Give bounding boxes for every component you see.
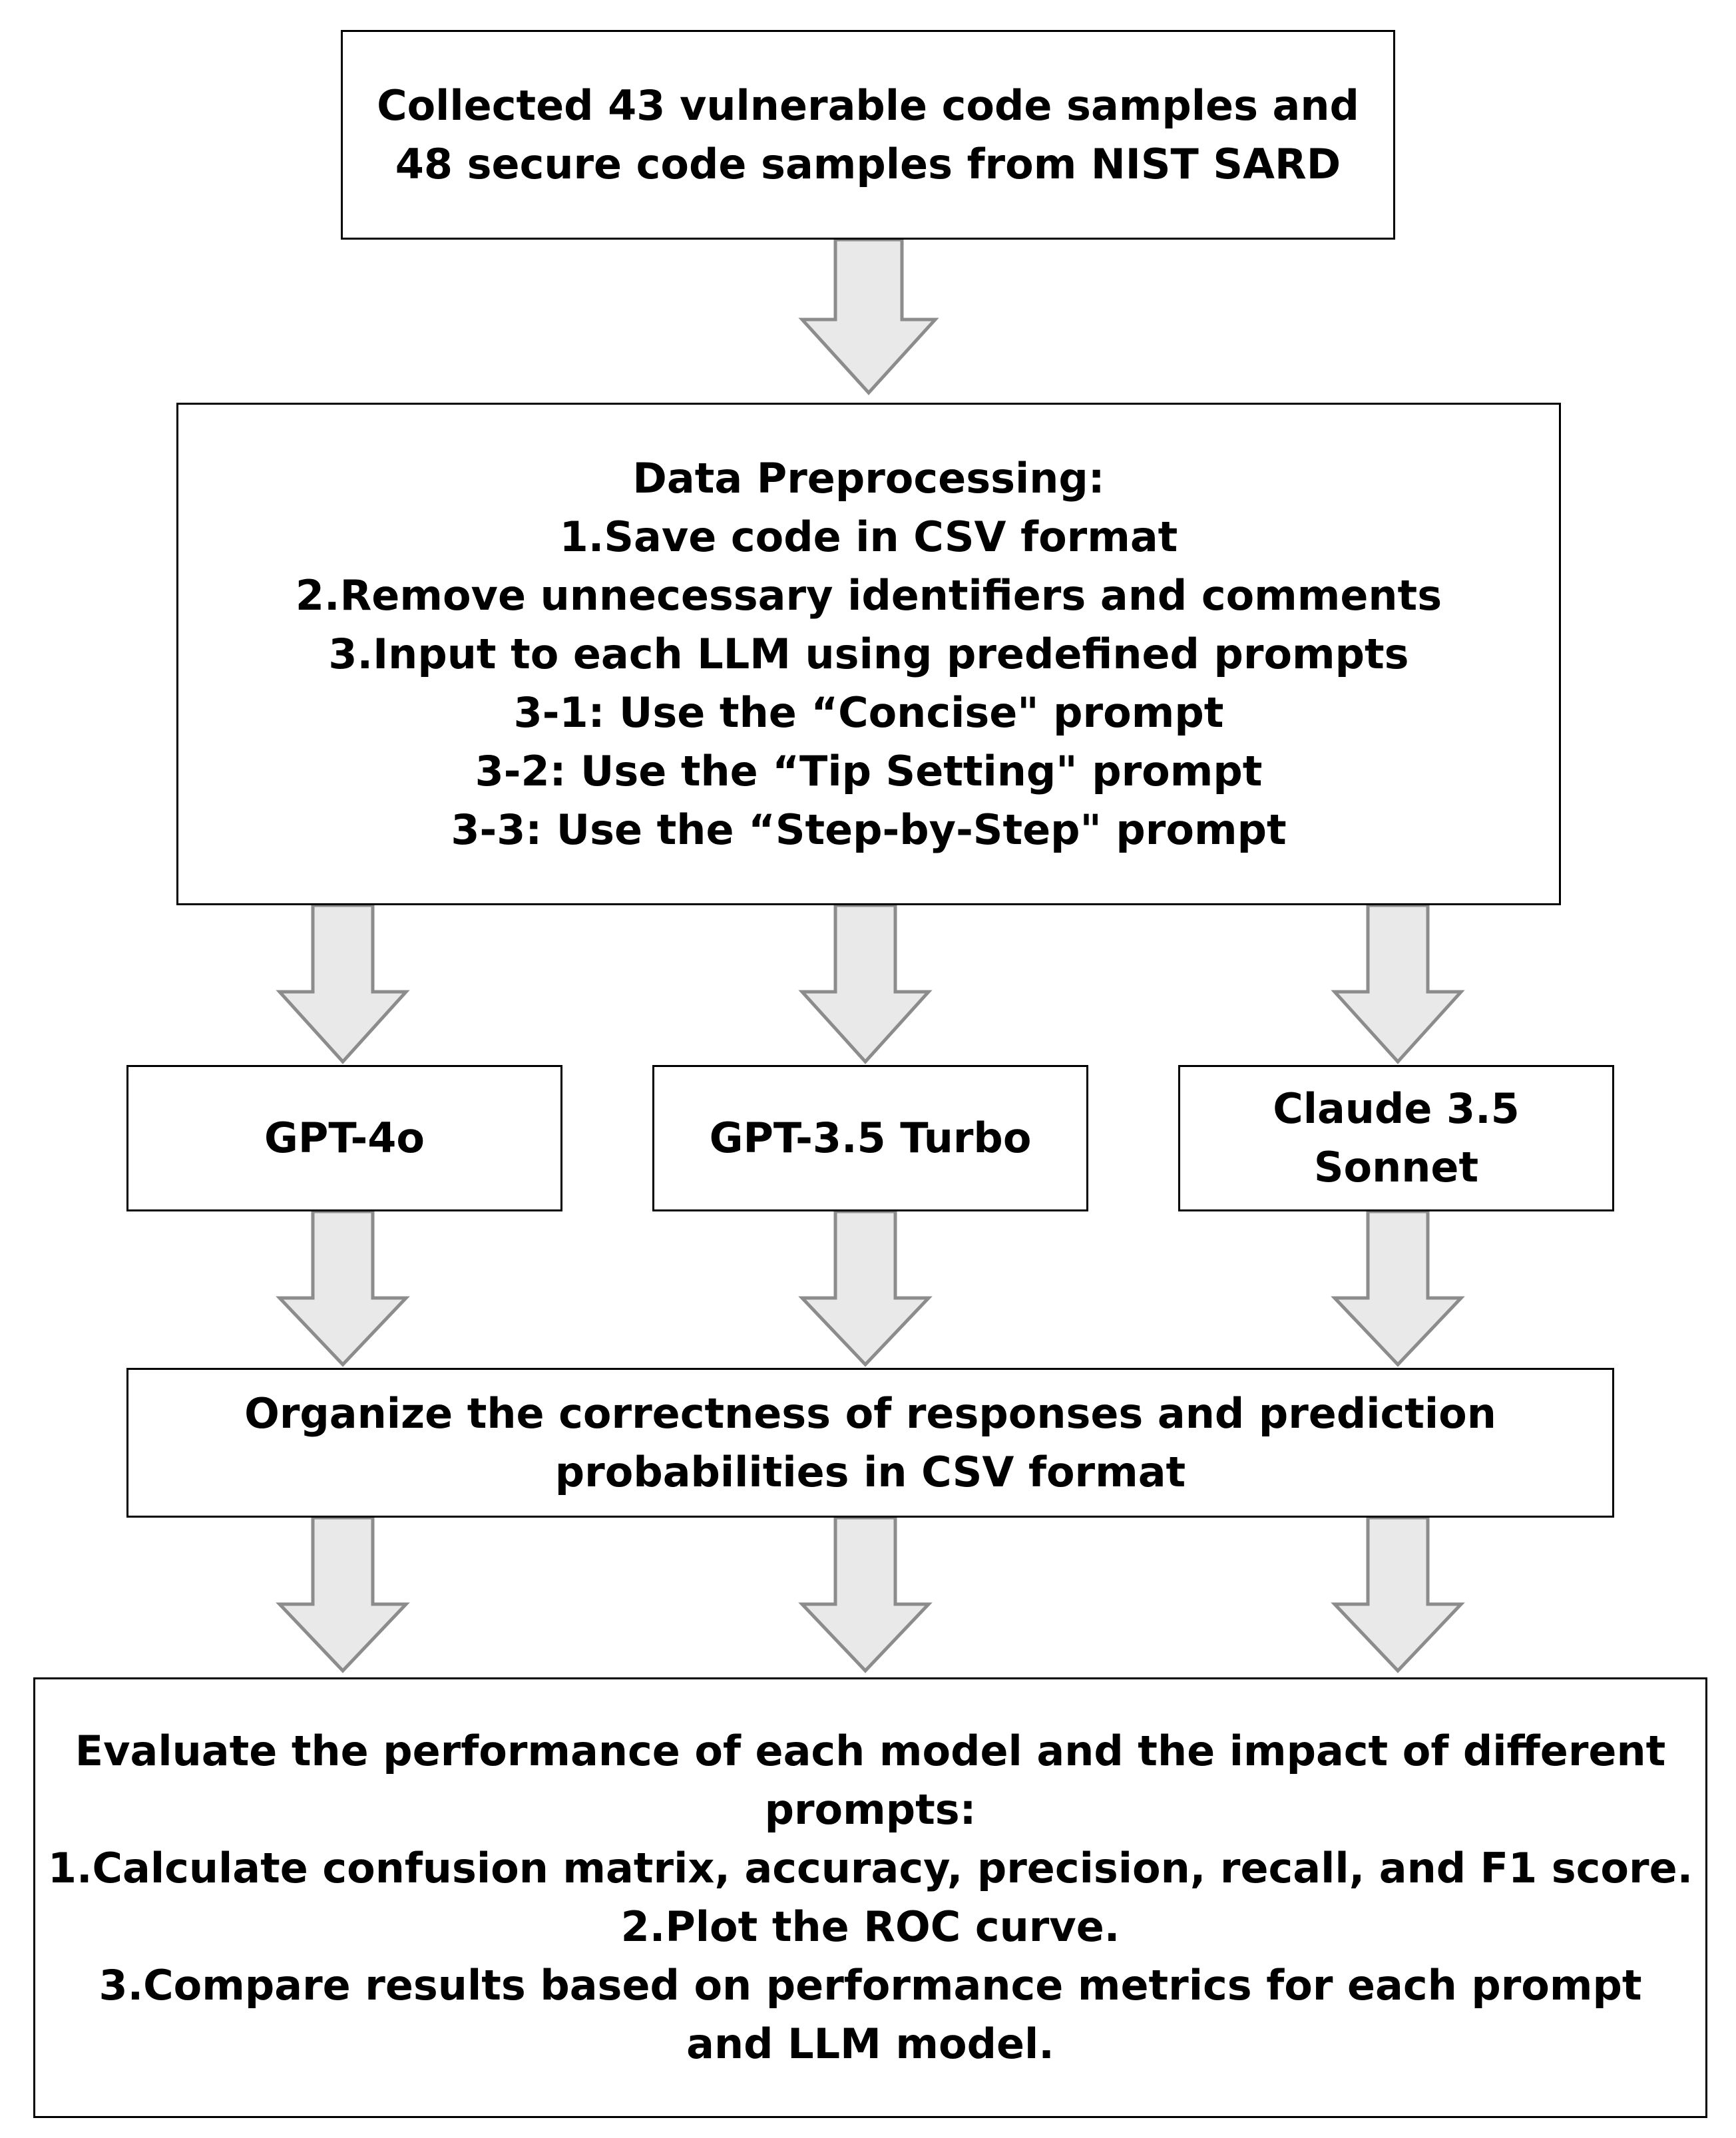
arrow-collect-to-preprocess	[798, 238, 939, 395]
preprocessing-title: Data Preprocessing:	[632, 453, 1105, 503]
evaluation-box: Evaluate the performance of each model a…	[33, 1677, 1707, 2118]
evaluation-step-1: 1.Calculate confusion matrix, accuracy, …	[47, 1844, 1693, 1892]
model-label-gpt-4o: GPT-4o	[264, 1114, 425, 1162]
data-collection-line-2: 48 secure code samples from NIST SARD	[395, 139, 1341, 188]
evaluation-title-line-2: prompts:	[764, 1785, 977, 1834]
preprocessing-step-1: 1.Save code in CSV format	[559, 512, 1178, 561]
evaluation-step-3-cont: and LLM model.	[686, 2020, 1054, 2068]
arrow-preprocess-to-gpt4o	[276, 903, 410, 1064]
organize-line-2: probabilities in CSV format	[554, 1447, 1186, 1496]
preprocessing-step-3: 3.Input to each LLM using predefined pro…	[328, 629, 1409, 678]
arrow-organize-to-evaluate-center	[798, 1516, 933, 1673]
arrow-organize-to-evaluate-left	[276, 1516, 410, 1673]
arrow-claude-to-organize	[1331, 1209, 1465, 1367]
arrow-organize-to-evaluate-right	[1331, 1516, 1465, 1673]
model-box-claude-3-5-sonnet: Claude 3.5 Sonnet	[1178, 1065, 1614, 1211]
data-preprocessing-box: Data Preprocessing: 1.Save code in CSV f…	[176, 403, 1561, 905]
model-label-gpt-3-5-turbo: GPT-3.5 Turbo	[709, 1114, 1032, 1162]
preprocessing-step-2: 2.Remove unnecessary identifiers and com…	[295, 570, 1442, 620]
data-collection-box: Collected 43 vulnerable code samples and…	[341, 30, 1395, 240]
model-label-claude-line-2: Sonnet	[1313, 1143, 1479, 1191]
data-collection-line-1: Collected 43 vulnerable code samples and	[377, 81, 1359, 130]
model-label-claude-line-1: Claude 3.5	[1273, 1084, 1520, 1133]
evaluation-step-2: 2.Plot the ROC curve.	[620, 1902, 1120, 1951]
evaluation-step-3: 3.Compare results based on performance m…	[99, 1961, 1642, 2010]
arrow-preprocess-to-gpt35	[798, 903, 933, 1064]
arrow-gpt35-to-organize	[798, 1209, 933, 1367]
model-box-gpt-4o: GPT-4o	[126, 1065, 562, 1211]
model-box-gpt-3-5-turbo: GPT-3.5 Turbo	[652, 1065, 1088, 1211]
organize-results-box: Organize the correctness of responses an…	[126, 1368, 1614, 1518]
arrow-gpt4o-to-organize	[276, 1209, 410, 1367]
organize-line-1: Organize the correctness of responses an…	[244, 1389, 1496, 1438]
preprocessing-step-3-1: 3-1: Use the “Concise" prompt	[513, 688, 1224, 737]
arrow-preprocess-to-claude	[1331, 903, 1465, 1064]
preprocessing-step-3-2: 3-2: Use the “Tip Setting" prompt	[475, 746, 1263, 795]
evaluation-title-line-1: Evaluate the performance of each model a…	[75, 1727, 1666, 1775]
preprocessing-step-3-3: 3-3: Use the “Step-by-Step" prompt	[451, 805, 1287, 854]
